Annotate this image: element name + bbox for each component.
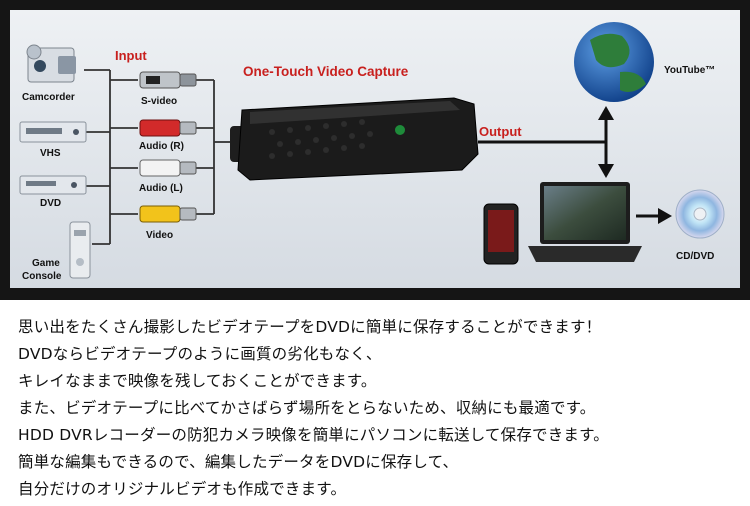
description-line: 自分だけのオリジナルビデオも作成できます。 bbox=[18, 480, 347, 498]
description-line: また、ビデオテープに比べてかさばらず場所をとらないため、収納にも最適です。 bbox=[18, 399, 596, 417]
connector-label-svideo: S-video bbox=[141, 96, 177, 107]
description-line: 簡単な編集もできるので、編集したデータをDVDに保存して、 bbox=[18, 453, 459, 471]
diagram-panel: Camcorder VHS DVD Game Consol bbox=[10, 10, 740, 288]
source-label-camcorder: Camcorder bbox=[22, 92, 75, 103]
dvd-player-icon bbox=[19, 175, 87, 195]
dvd-label: CD/DVD bbox=[676, 251, 714, 262]
description: 思い出をたくさん撮影したビデオテープをDVDに簡単に保存することができます！ D… bbox=[18, 314, 738, 503]
source-label-console: Console bbox=[22, 271, 62, 282]
connector-label-video: Video bbox=[146, 230, 173, 241]
source-label-vhs: VHS bbox=[40, 148, 61, 159]
game-console-icon bbox=[69, 221, 91, 279]
camcorder-icon bbox=[26, 44, 76, 83]
description-line: キレイなままで映像を残しておくことができます。 bbox=[18, 372, 377, 390]
youtube-label: YouTube™ bbox=[664, 65, 715, 76]
globe-icon bbox=[574, 22, 654, 102]
svideo-connector-icon bbox=[139, 71, 197, 89]
connector-label-audio-l: Audio (L) bbox=[139, 183, 183, 194]
product-title: One-Touch Video Capture bbox=[243, 64, 409, 79]
output-arrows bbox=[478, 106, 672, 224]
description-line: DVDならビデオテープのように画質の劣化もなく、 bbox=[18, 345, 382, 363]
audio-l-connector-icon bbox=[139, 159, 197, 177]
vhs-player-icon bbox=[19, 121, 87, 143]
phone-icon bbox=[483, 203, 519, 265]
disc-icon bbox=[675, 189, 725, 239]
description-line: 思い出をたくさん撮影したビデオテープをDVDに簡単に保存することができます！ bbox=[18, 318, 602, 336]
source-label-dvd: DVD bbox=[40, 198, 61, 209]
input-title: Input bbox=[115, 48, 147, 63]
connector-label-audio-r: Audio (R) bbox=[139, 141, 184, 152]
video-connector-icon bbox=[139, 205, 197, 223]
capture-device-icon bbox=[230, 97, 479, 181]
description-line: HDD DVRレコーダーの防犯カメラ映像を簡単にパソコンに転送して保存できます。 bbox=[18, 426, 609, 444]
connection-diagram: Camcorder VHS DVD Game Consol bbox=[0, 0, 750, 300]
source-label-game: Game bbox=[32, 258, 60, 269]
audio-r-connector-icon bbox=[139, 119, 197, 137]
laptop-icon bbox=[528, 182, 642, 262]
output-title: Output bbox=[479, 124, 522, 139]
input-wires bbox=[84, 69, 230, 245]
